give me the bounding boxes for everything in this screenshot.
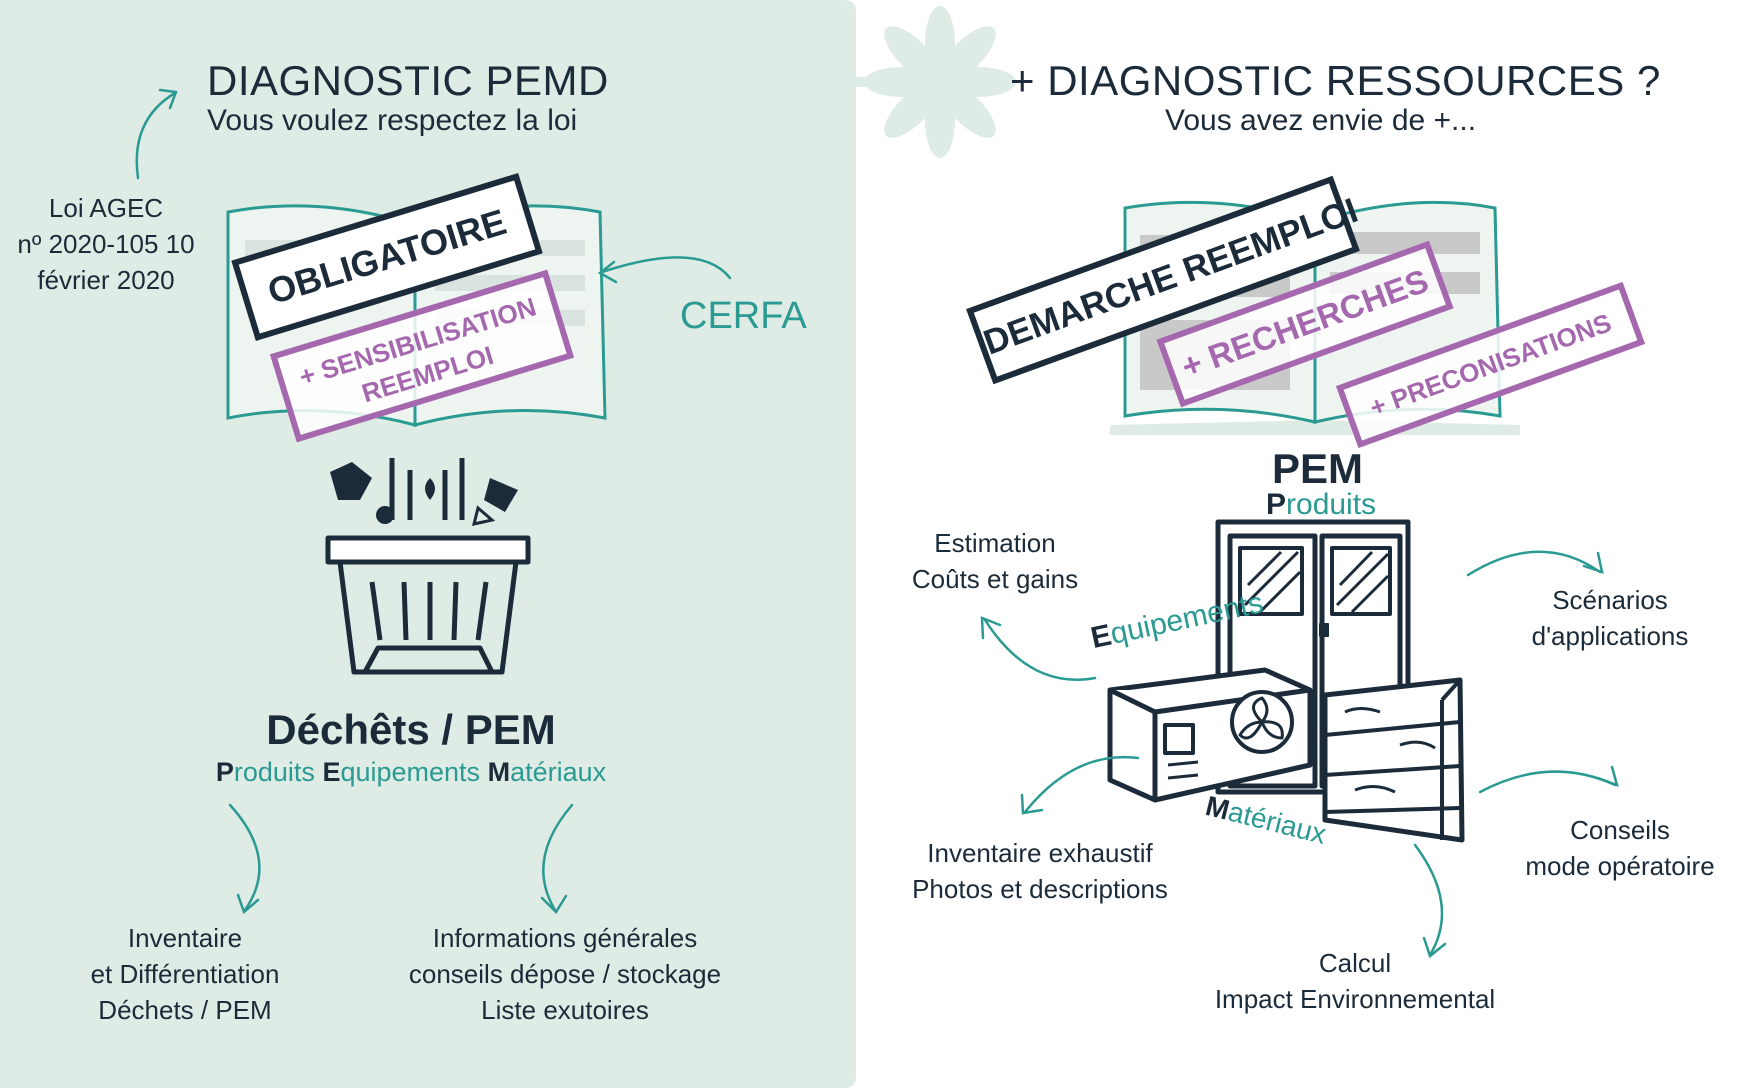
arrowhead [158, 88, 178, 110]
output-line: Estimation [934, 528, 1056, 558]
right-subtitle: Vous avez envie de +... [1165, 104, 1477, 137]
law-line: Loi AGEC [48, 193, 164, 223]
left-heading: Déchêts / PEM [266, 706, 556, 753]
arrow-law-to-title [135, 91, 177, 180]
right-output-inventaire: Inventaire exhaustif Photos et descripti… [880, 835, 1200, 907]
pem-rest: quipements [340, 757, 481, 787]
output-line: Inventaire exhaustif [927, 838, 1153, 868]
pem-initial: E [322, 757, 341, 787]
waste-icon [330, 462, 518, 526]
left-pem-legend: Produits Equipements Matériaux [0, 757, 822, 788]
output-line: d'applications [1531, 621, 1689, 651]
left-subtitle: Vous voulez respectez la loi [207, 104, 578, 137]
pem-rest: roduits [1286, 488, 1377, 521]
output-line: Photos et descriptions [912, 874, 1168, 904]
arrowhead [1582, 551, 1604, 574]
ac-unit-icon [1107, 667, 1313, 803]
pem-initial: P [215, 757, 234, 787]
output-line: Coûts et gains [911, 564, 1079, 594]
arrow-to-conseils [1478, 770, 1617, 794]
arrow-to-calcul [1413, 843, 1444, 957]
arrowhead [597, 260, 618, 284]
output-line: conseils dépose / stockage [408, 959, 722, 989]
output-line: Impact Environnemental [1214, 984, 1496, 1014]
cerfa-label: CERFA [680, 295, 807, 337]
right-output-calcul: Calcul Impact Environnemental [1180, 945, 1530, 1017]
wood-planks-icon [1322, 677, 1465, 843]
right-output-estimation: Estimation Coûts et gains [880, 525, 1110, 597]
arrowhead [1596, 765, 1619, 788]
output-line: et Différentiation [90, 959, 280, 989]
asterisk-icon [850, 6, 1016, 158]
output-line: Calcul [1318, 948, 1392, 978]
right-output-scenarios: Scénarios d'applications [1490, 582, 1730, 654]
left-output-inventory: Inventaire et Différentiation Déchets / … [55, 920, 315, 1028]
law-line: février 2020 [37, 265, 175, 295]
arrow-cerfa-to-book [600, 256, 732, 280]
pem-rest: atériaux [510, 757, 607, 787]
pem-initial: M [487, 757, 511, 787]
arrow-to-inventaire [1023, 755, 1140, 814]
output-line: Conseils [1570, 815, 1670, 845]
left-title: DIAGNOSTIC PEMD [207, 57, 609, 104]
label-produits: Produits [1266, 488, 1376, 522]
arrowhead [236, 893, 260, 915]
arrow-to-scenarios [1466, 550, 1602, 577]
arrowhead [540, 894, 568, 914]
right-output-conseils: Conseils mode opératoire [1500, 812, 1740, 884]
right-arrows [980, 550, 1619, 959]
pem-rest: roduits [233, 757, 315, 787]
bin-icon [325, 458, 531, 675]
law-line: nº 2020-105 10 [17, 229, 195, 259]
right-heading: PEM [1272, 445, 1364, 492]
output-line: Informations générales [432, 923, 698, 953]
output-line: Liste exutoires [481, 995, 649, 1025]
law-reference: Loi AGEC nº 2020-105 10 février 2020 [0, 190, 212, 298]
arrow-to-inventory [228, 803, 261, 912]
arrow-to-info [542, 803, 574, 912]
arrow-to-estimation [983, 618, 1097, 681]
output-line: Scénarios [1552, 585, 1668, 615]
arrowhead [1020, 793, 1044, 815]
right-title: + DIAGNOSTIC RESSOURCES ? [1010, 57, 1661, 104]
arrowhead [1422, 936, 1447, 959]
pem-initial: P [1266, 488, 1287, 521]
left-arrows [135, 88, 732, 915]
arrowhead [980, 616, 1002, 640]
left-output-info: Informations générales conseils dépose /… [385, 920, 745, 1028]
output-line: mode opératoire [1525, 851, 1715, 881]
output-line: Inventaire [127, 923, 243, 953]
output-line: Déchets / PEM [98, 995, 272, 1025]
